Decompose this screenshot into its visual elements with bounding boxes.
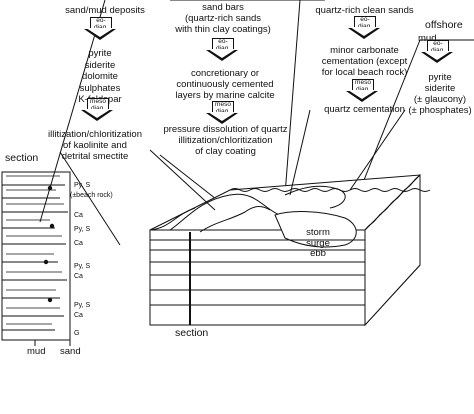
col2-heading: sand bars (quartz-rich sands with thin c… [175,2,271,35]
col3-items: minor carbonate cementation (except for … [321,45,408,78]
col1-heading: sand/mud deposits [65,5,145,16]
col2-eodiag-label: eo- diag. [215,38,231,52]
callout-line [359,39,421,191]
col2-items: concretionary or continuously cemented l… [175,68,275,101]
col1-eodiag-label: eo- diag. [90,17,112,30]
storm-lobe [274,211,357,248]
col1-items: pyrite siderite dolomite sulphates K-fel… [55,48,145,106]
log-label: Ca [74,312,83,319]
log-label: Ca [74,273,83,280]
section-log-title: section [5,152,39,164]
col1-item: dolomite [82,71,118,82]
col4-items: pyrite siderite (± glaucony) (± phosphat… [408,72,472,116]
pyrite-dot [49,223,55,229]
col1-item: pyrite [88,48,112,59]
pyrite-dot [47,185,53,191]
log-label: (±beach rock) [70,192,113,199]
col3-mesodiag-label: meso diag. [355,79,371,93]
col1-mesodiag-label: meso diag. [90,98,106,112]
col4-eodiag-label: eo- diag. [430,40,446,54]
col1-item: siderite [84,59,116,71]
log-label: Py, S [74,263,91,270]
col3-late: quartz cementation [324,104,405,115]
log-label: Py, S [74,182,91,189]
log-label: Py, S [74,302,91,309]
col4-heading: offshore [425,19,463,31]
pyrite-dot [47,297,53,303]
callout-line [284,0,301,196]
log-label: Ca [74,212,83,219]
pyrite-dot [43,259,49,265]
col1-item: sulphates [79,82,121,94]
col2-late: pressure dissolution of quartz illitizat… [163,124,288,157]
block-section-label: section [175,327,209,339]
log-frame [1,171,71,341]
log-axis-mud: mud [27,346,46,357]
log-axis-sand: sand [60,346,81,357]
log-label: Ca [74,240,83,247]
log-label: G [74,330,80,337]
log-label: Py, S [74,226,91,233]
col2-mesodiag-label: meso diag. [215,101,231,115]
col3-heading: quartz-rich clean sands [315,5,414,16]
storm-labels: storm surge ebb [306,227,330,259]
sea-surface [229,188,431,192]
col4-sub: mud [418,33,437,44]
col1-late: illitization/chloritization of kaolinite… [48,129,142,162]
col3-eodiag-label: eo- diag. [357,16,373,30]
